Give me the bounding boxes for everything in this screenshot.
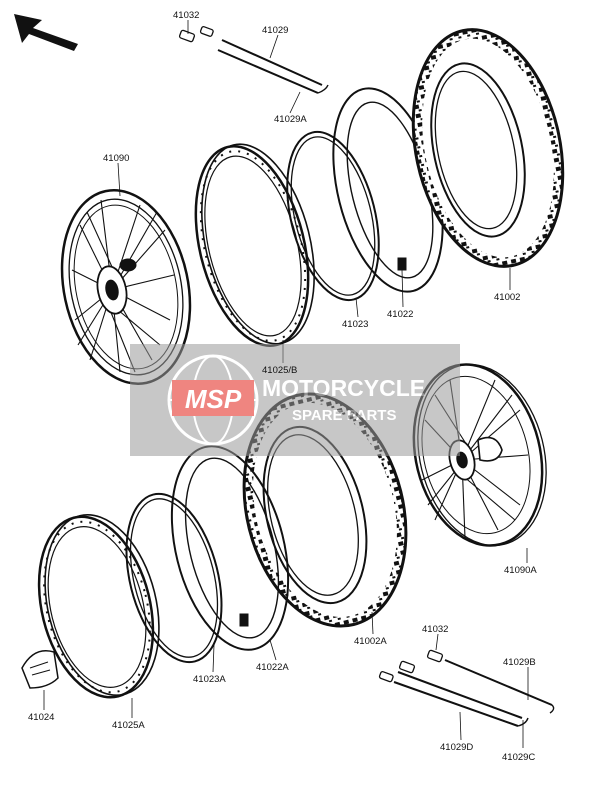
label-41029D: 41029D (440, 742, 473, 753)
rear-rim-41025A (37, 513, 160, 699)
leader-lines (43, 20, 529, 748)
label-41023A: 41023A (193, 674, 226, 685)
label-41023: 41023 (342, 319, 368, 330)
label-41032-bottom: 41032 (422, 624, 448, 635)
label-41029C: 41029C (502, 752, 535, 763)
label-41002: 41002 (494, 292, 520, 303)
watermark: MSP MOTORCYCLE SPARE PARTS (130, 344, 460, 456)
watermark-line1: MOTORCYCLE (262, 375, 425, 401)
watermark-logo: MSP (185, 384, 242, 414)
label-41032-top: 41032 (173, 10, 199, 21)
label-41029B: 41029B (503, 657, 536, 668)
label-41090: 41090 (103, 153, 129, 164)
watermark-line2: SPARE PARTS (292, 407, 396, 424)
label-41090A: 41090A (504, 565, 537, 576)
tire-41002 (411, 28, 565, 268)
label-41024: 41024 (28, 712, 54, 723)
label-41002A: 41002A (354, 636, 387, 647)
label-41022A: 41022A (256, 662, 289, 673)
label-41029: 41029 (262, 25, 288, 36)
spoke-41029B (444, 659, 555, 714)
part-number-labels: 41032 41029 41029A 41090 41002 41023 410… (28, 10, 537, 763)
nipple-41032-top (178, 26, 214, 43)
direction-arrow-icon (14, 14, 78, 51)
rim-band-41023A (125, 492, 223, 664)
rim-band-41023 (286, 130, 380, 302)
label-41025A: 41025A (112, 720, 145, 731)
nipple-41032-bottom (378, 649, 444, 683)
front-wheel-41090 (60, 189, 192, 385)
label-41025B: 41025/B (262, 365, 297, 376)
rim-lock-41024 (21, 650, 59, 689)
spoke-41029 (217, 39, 329, 94)
label-41022: 41022 (387, 309, 413, 320)
front-rim-41025B (194, 143, 315, 348)
spoke-41029D (393, 671, 529, 727)
label-41029A: 41029A (274, 114, 307, 125)
